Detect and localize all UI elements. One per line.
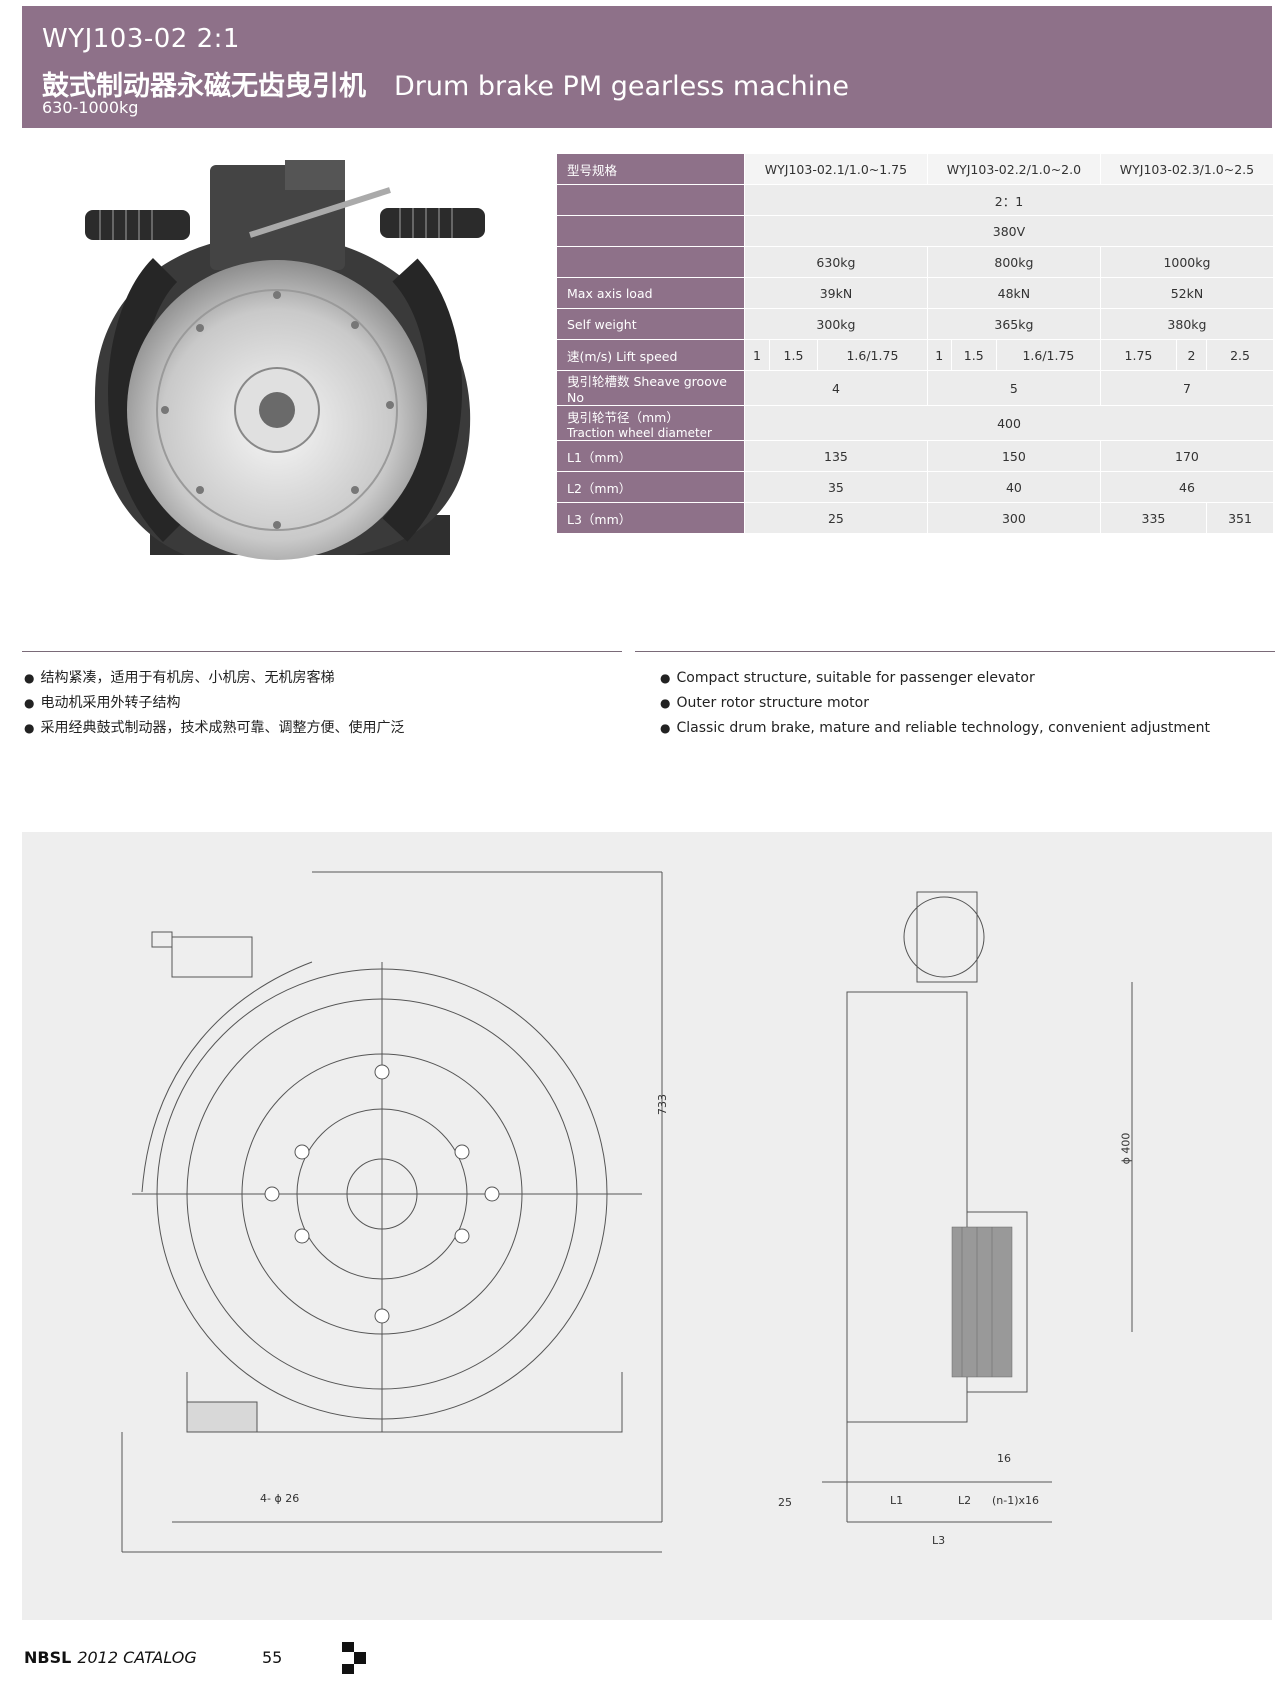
bullet-icon: ●: [24, 671, 35, 685]
header-band: WYJ103-02 2:1 鼓式制动器永磁无齿曳引机 Drum brake PM …: [22, 6, 1272, 128]
spec-l3-4: 351: [1206, 502, 1274, 534]
dim-height: 733: [656, 1094, 669, 1115]
spec-l1-3: 170: [1099, 440, 1275, 472]
capacity-range: 630-1000kg: [42, 98, 139, 117]
features-chinese: ●结构紧凑，适用于有机房、小机房、无机房客梯 ●电动机采用外转子结构 ●采用经典…: [24, 666, 404, 741]
spec-speed-9: 2.5: [1206, 339, 1274, 371]
spec-label-model: 型号规格: [556, 153, 745, 185]
spec-l2-3: 46: [1099, 471, 1275, 503]
spec-speed-6: 1.6/1.75: [995, 339, 1101, 371]
spec-model-1: WYJ103-02.1/1.0~1.75: [744, 153, 928, 185]
spec-label-l1: L1（mm）: [556, 440, 745, 472]
spec-label-lift-speed: 速(m/s) Lift speed: [556, 339, 745, 371]
footer-brand: NBSL: [24, 1648, 72, 1667]
bullet-icon: ●: [660, 696, 671, 710]
feature-cn-item: ●结构紧凑，适用于有机房、小机房、无机房客梯: [24, 666, 404, 691]
dim-l1: L1: [890, 1494, 904, 1507]
spec-ratio: 2：1: [744, 184, 1274, 216]
spec-l3-1: 25: [744, 502, 928, 534]
brand-mark-icon: [342, 1642, 366, 1674]
title-english: Drum brake PM gearless machine: [394, 71, 849, 102]
spec-label-diameter-cn: 曳引轮节径（mm）: [567, 409, 679, 425]
spec-speed-5: 1.5: [950, 339, 997, 371]
dim-offset: 25: [778, 1496, 792, 1509]
feature-en-item: ●Outer rotor structure motor: [660, 691, 1210, 716]
divider-right: [635, 651, 1275, 652]
spec-weight-2: 365kg: [926, 308, 1101, 340]
spec-load-3: 1000kg: [1099, 246, 1275, 278]
spec-label-voltage: [556, 215, 745, 247]
spec-model-2: WYJ103-02.2/1.0~2.0: [926, 153, 1101, 185]
dim-n1: (n-1)x16: [992, 1494, 1040, 1507]
spec-l2-2: 40: [926, 471, 1101, 503]
spec-diameter: 400: [744, 405, 1274, 441]
features-english: ●Compact structure, suitable for passeng…: [660, 666, 1210, 741]
page-title: 鼓式制动器永磁无齿曳引机 Drum brake PM gearless machi…: [42, 64, 849, 103]
spec-label-self-weight: Self weight: [556, 308, 745, 340]
spec-l3-2: 300: [926, 502, 1101, 534]
footer: NBSL 2012 CATALOG: [24, 1648, 197, 1667]
spec-label-load: [556, 246, 745, 278]
traction-machine-photo: [85, 160, 485, 560]
bullet-icon: ●: [660, 671, 671, 685]
spec-label-axis-load: Max axis load: [556, 277, 745, 309]
dim-l2: L2: [958, 1494, 972, 1507]
spec-grooves-3: 7: [1099, 370, 1275, 406]
spec-grooves-2: 5: [926, 370, 1101, 406]
drawing-lines: [121, 871, 1133, 1553]
dim-diameter: ϕ 400: [1119, 1132, 1133, 1165]
feature-cn-item: ●电动机采用外转子结构: [24, 691, 404, 716]
spec-model-3: WYJ103-02.3/1.0~2.5: [1099, 153, 1275, 185]
spec-grooves-1: 4: [744, 370, 928, 406]
spec-label-l3: L3（mm）: [556, 502, 745, 534]
feature-en-item: ●Compact structure, suitable for passeng…: [660, 666, 1210, 691]
spec-weight-1: 300kg: [744, 308, 928, 340]
divider-left: [22, 651, 622, 652]
dim-groove-pitch: 16: [997, 1452, 1011, 1465]
spec-table: 型号规格 WYJ103-02.1/1.0~1.75 WYJ103-02.2/1.…: [556, 153, 1275, 534]
bullet-icon: ●: [660, 721, 671, 735]
spec-speed-2: 1.5: [768, 339, 819, 371]
spec-speed-8: 2: [1175, 339, 1208, 371]
bullet-icon: ●: [24, 696, 35, 710]
spec-speed-7: 1.75: [1099, 339, 1178, 371]
spec-label-l2: L2（mm）: [556, 471, 745, 503]
title-chinese: 鼓式制动器永磁无齿曳引机: [42, 71, 366, 102]
spec-l1-1: 135: [744, 440, 928, 472]
spec-axis-2: 48kN: [926, 277, 1101, 309]
spec-load-1: 630kg: [744, 246, 928, 278]
spec-label-diameter: 曳引轮节径（mm） Traction wheel diameter: [556, 405, 745, 441]
dim-holes: 4- ϕ 26: [260, 1492, 300, 1505]
spec-voltage: 380V: [744, 215, 1274, 247]
spec-axis-3: 52kN: [1099, 277, 1275, 309]
spec-l1-2: 150: [926, 440, 1101, 472]
spec-l3-3: 335: [1099, 502, 1208, 534]
spec-l2-1: 35: [744, 471, 928, 503]
model-number: WYJ103-02 2:1: [42, 24, 240, 54]
spec-axis-1: 39kN: [744, 277, 928, 309]
feature-en-item: ●Classic drum brake, mature and reliable…: [660, 716, 1210, 741]
dim-l3: L3: [932, 1534, 946, 1547]
spec-speed-1: 1: [744, 339, 770, 371]
spec-label-grooves: 曳引轮槽数 Sheave groove No: [556, 370, 745, 406]
spec-label-diameter-en: Traction wheel diameter: [567, 425, 712, 440]
feature-cn-item: ●采用经典鼓式制动器，技术成熟可靠、调整方便、使用广泛: [24, 716, 404, 741]
technical-drawing: 733 4- ϕ 26 ϕ 400 16 25 L1 L2 (n-1)x16 L…: [22, 832, 1272, 1620]
spec-label-ratio: [556, 184, 745, 216]
spec-load-2: 800kg: [926, 246, 1101, 278]
spec-speed-3: 1.6/1.75: [817, 339, 928, 371]
spec-weight-3: 380kg: [1099, 308, 1275, 340]
spec-speed-4: 1: [926, 339, 952, 371]
bullet-icon: ●: [24, 721, 35, 735]
page-number: 55: [262, 1648, 283, 1667]
footer-catalog: 2012 CATALOG: [77, 1648, 197, 1667]
